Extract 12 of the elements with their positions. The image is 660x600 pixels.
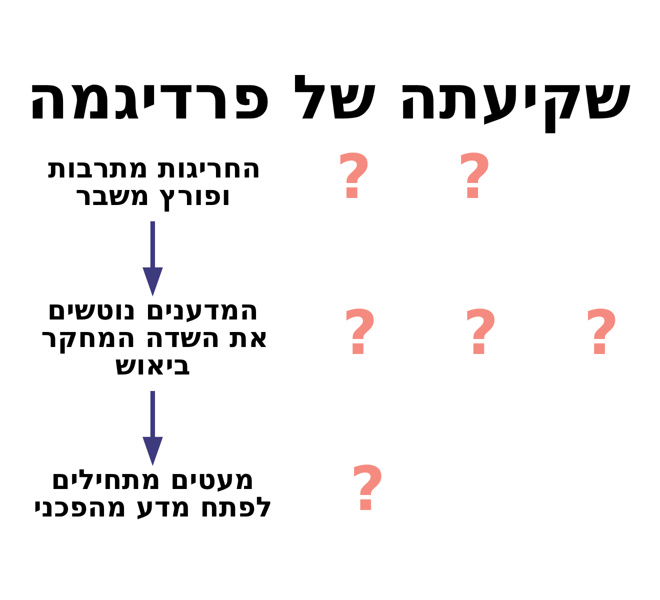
node-text: מעטים מתחילים לפתח מדע מהפכני bbox=[33, 464, 272, 524]
label: ? bbox=[336, 142, 372, 213]
node-text: המדענים נוטשים את השדה המחקר ביאוש bbox=[41, 294, 268, 381]
node-text: החריגות מתרבות ופורץ משבר bbox=[48, 152, 261, 212]
label: ? bbox=[584, 297, 620, 368]
arrow bbox=[142, 390, 163, 466]
diagram-title: שקיעתה של פרדיגמה bbox=[26, 62, 631, 134]
label: ? bbox=[462, 297, 498, 368]
arrow bbox=[142, 220, 163, 296]
label: ? bbox=[350, 453, 386, 524]
label: ? bbox=[456, 142, 492, 213]
label: ? bbox=[342, 297, 378, 368]
